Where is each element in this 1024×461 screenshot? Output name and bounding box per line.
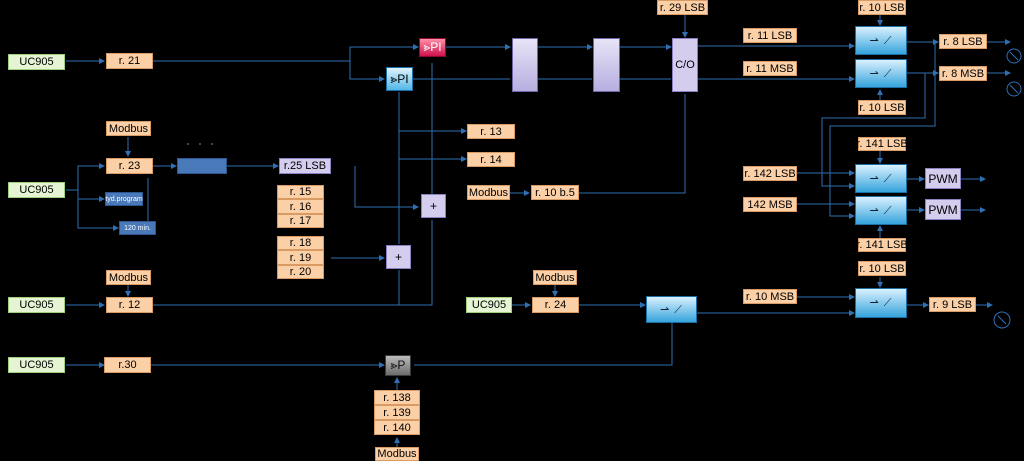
register-r10-lsb-mid: r. 10 LSB — [858, 100, 906, 115]
register-r140: r. 140 — [374, 420, 420, 435]
switch-block-r8-msb: ⇀ ⟋ — [855, 59, 907, 88]
register-r11-msb: r. 11 MSB — [743, 61, 797, 76]
switch-block-pwm-1: ⇀ ⟋ — [855, 164, 907, 193]
pi-controller-blue: ⪢PI — [386, 67, 413, 91]
modbus-label-3: Modbus — [533, 270, 577, 285]
switch-block-r9-lsb: ⇀ ⟋ — [855, 288, 907, 318]
register-r19: r. 19 — [277, 250, 324, 265]
blue-bar-block — [177, 158, 227, 174]
register-r8-lsb: r. 8 LSB — [939, 34, 987, 49]
switch-icon: ⇀ ⟋ — [869, 204, 893, 217]
register-r12: r. 12 — [106, 297, 153, 313]
register-r141-lsb-a: r. 141 LSB — [856, 137, 908, 151]
switch-block-r24: ⇀ ⟋ — [646, 296, 697, 323]
switch-icon: ⇀ ⟋ — [869, 34, 893, 47]
changeover-label: C/O — [675, 59, 695, 71]
register-r139: r. 139 — [374, 405, 420, 420]
register-r18: r. 18 — [277, 236, 324, 250]
limit-function-block — [593, 38, 620, 92]
register-r15: r. 15 — [277, 185, 324, 199]
register-r138: r. 138 — [374, 390, 420, 405]
register-r13: r. 13 — [467, 124, 515, 139]
switch-block-pwm-2: ⇀ ⟋ — [855, 196, 907, 225]
pi-controller-red: ⪢PI — [419, 38, 446, 57]
modbus-label-1: Modbus — [106, 121, 151, 136]
register-r21: r. 21 — [106, 53, 153, 69]
changeover-block: C/O — [672, 38, 698, 92]
register-r17: r. 17 — [277, 214, 324, 228]
modbus-label-4: Modbus — [467, 185, 510, 200]
switch-icon: ⇀ ⟋ — [869, 67, 893, 80]
uc905-source-3: UC905 — [8, 297, 65, 313]
register-r29-lsb: r. 29 LSB — [657, 0, 708, 15]
register-r25-lsb: r.25 LSB — [279, 158, 331, 174]
modbus-label-5: Modbus — [375, 447, 419, 461]
switch-icon: ⇀ ⟋ — [869, 172, 893, 185]
filter-function-block — [512, 38, 538, 92]
register-r8-msb: r. 8 MSB — [939, 66, 987, 81]
modbus-label-2: Modbus — [106, 270, 151, 285]
register-r16: r. 16 — [277, 199, 324, 214]
120-min-block: 120 min. — [119, 221, 156, 235]
switch-icon: ⇀ ⟋ — [869, 297, 893, 309]
pwm-block-1: PWM — [925, 168, 961, 189]
register-r20: r. 20 — [277, 265, 324, 279]
pwm-block-2: PWM — [925, 199, 961, 220]
sum-block-1: + — [421, 194, 446, 218]
register-r24: r. 24 — [532, 297, 579, 313]
register-r10-lsb-top: r. 10 LSB — [858, 0, 906, 15]
register-r142-lsb: r. 142 LSB — [743, 166, 797, 181]
uc905-source-1: UC905 — [8, 54, 65, 70]
switch-icon: ⇀ ⟋ — [660, 303, 683, 316]
register-r14: r. 14 — [467, 152, 515, 167]
register-r11-lsb: r. 11 LSB — [743, 28, 797, 43]
tyd-program-block: tyd.program — [105, 192, 143, 206]
register-r9-lsb: r. 9 LSB — [929, 297, 976, 312]
uc905-source-4: UC905 — [8, 357, 65, 373]
register-r142-msb: 142 MSB — [743, 197, 797, 212]
sum-block-2: + — [386, 245, 411, 269]
p-controller-grey: ⪢P — [385, 355, 411, 376]
register-r10-lsb-low: r. 10 LSB — [858, 261, 906, 276]
register-r30: r.30 — [104, 357, 151, 373]
uc905-source-2: UC905 — [8, 182, 65, 198]
register-r141-lsb-b: r. 141 LSB — [856, 238, 908, 252]
uc905-source-5: UC905 — [466, 297, 512, 313]
register-r10-b5: r. 10 b.5 — [531, 185, 579, 200]
register-r23: r. 23 — [106, 158, 153, 174]
switch-block-r8-lsb: ⇀ ⟋ — [855, 26, 907, 55]
register-r10-msb: r. 10 MSB — [743, 289, 797, 304]
